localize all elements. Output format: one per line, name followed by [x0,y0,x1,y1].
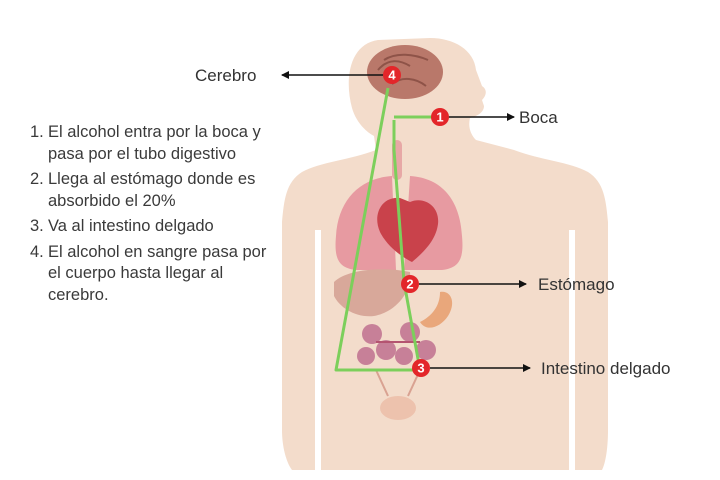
marker-2-label: 2 [406,277,413,292]
step-text: Va al intestino delgado [48,217,214,235]
step-item: 3. Va al intestino delgado [30,216,270,238]
step-text: El alcohol en sangre pasa por el cuerpo … [48,242,267,304]
label-boca: Boca [519,108,558,127]
label-intestino: Intestino delgado [541,359,671,378]
step-text: Llega al estómago donde es absorbido el … [48,170,256,210]
left-lung-organ [335,176,396,270]
marker-4: 4 [383,66,401,84]
brain-organ [367,45,443,99]
step-number: 4. [30,242,44,261]
step-item: 1. El alcohol entra por la boca y pasa p… [30,122,270,165]
intestine-organ [357,322,436,365]
bladder-organ [380,396,416,420]
steps-list: 1. El alcohol entra por la boca y pasa p… [30,122,270,310]
step-item: 4. El alcohol en sangre pasa por el cuer… [30,242,270,307]
label-estomago: Estómago [538,275,615,294]
heart-organ [377,197,439,262]
marker-1: 1 [431,108,449,126]
alcohol-path [334,87,422,372]
marker-3-label: 3 [417,361,424,376]
step-item: 2. Llega al estómago donde es absorbido … [30,169,270,212]
step-number: 1. [30,123,44,141]
marker-1-label: 1 [436,110,443,125]
stomach-organ [420,291,453,328]
step-text: El alcohol entra por la boca y pasa por … [48,123,261,163]
step-number: 2. [30,170,44,188]
step-number: 3. [30,217,44,235]
marker-3: 3 [412,359,430,377]
marker-4-label: 4 [388,68,396,83]
marker-2: 2 [401,275,419,293]
label-cerebro: Cerebro [195,66,256,85]
